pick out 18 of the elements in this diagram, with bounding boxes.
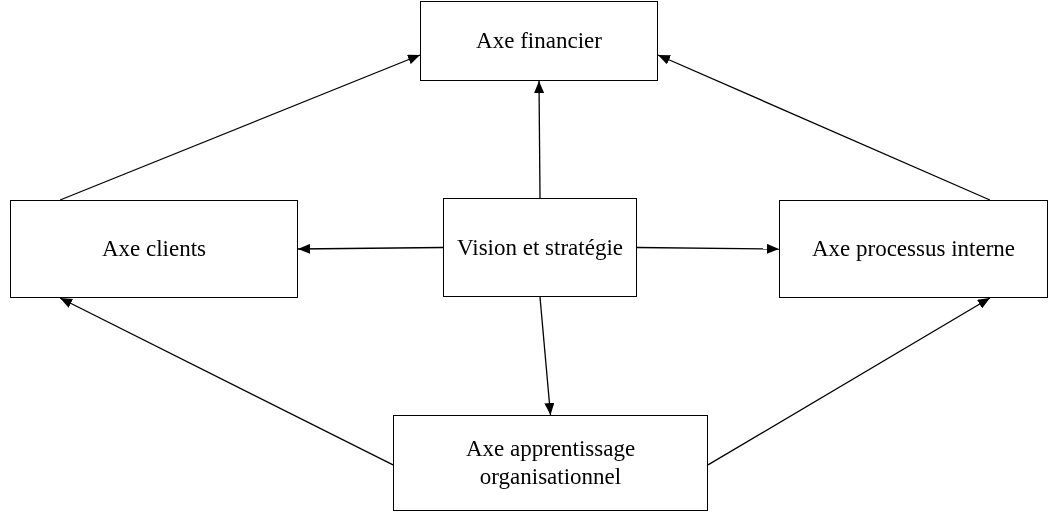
box-label: Axe apprentissage organisationnel <box>464 435 637 491</box>
process-box <box>393 415 708 511</box>
arrow <box>636 243 780 254</box>
box-label: Axe financier <box>476 27 602 55</box>
arrow <box>534 80 545 199</box>
arrow <box>297 243 444 254</box>
process-box <box>420 1 658 81</box>
arrow <box>707 297 991 466</box>
arrow <box>539 296 555 416</box>
process-box <box>779 200 1048 298</box>
process-box <box>10 200 298 298</box>
box-label: Axe processus interne <box>811 235 1016 263</box>
arrow <box>657 54 991 201</box>
arrow <box>59 54 421 201</box>
arrow <box>59 297 394 466</box>
box-label: Vision et stratégie <box>457 233 623 262</box>
box-label: Axe clients <box>101 235 207 263</box>
process-box <box>443 198 637 297</box>
